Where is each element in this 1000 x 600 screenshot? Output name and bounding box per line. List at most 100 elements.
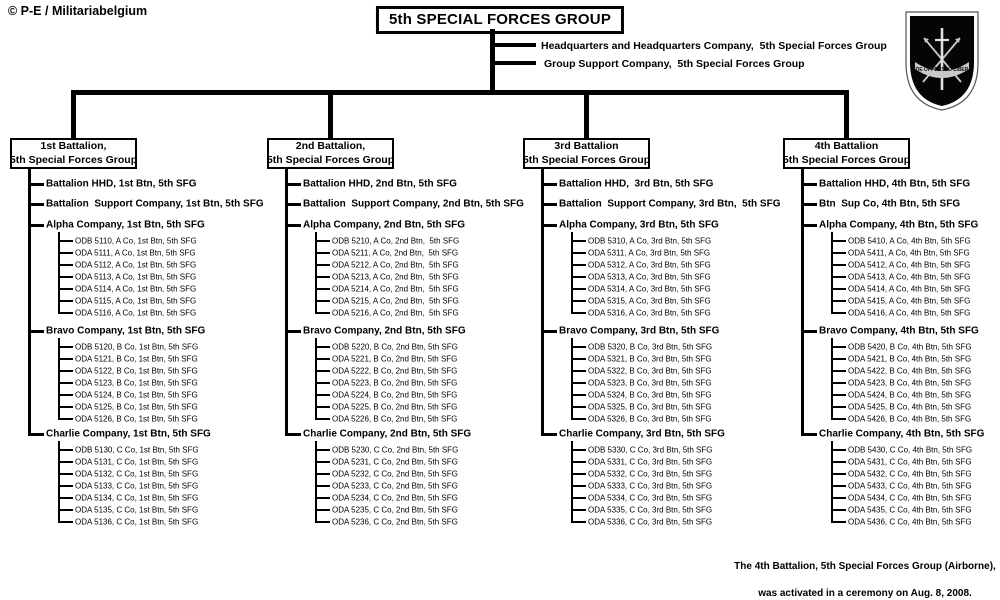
team-tick-line — [58, 521, 73, 523]
group-spine-line — [490, 29, 495, 95]
team-label: ODA 5211, A Co, 2nd Btn, 5th SFG — [332, 248, 459, 258]
team-label: ODA 5116, A Co, 1st Btn, 5th SFG — [75, 308, 197, 318]
team-tick-line — [58, 497, 73, 499]
company-spine-line — [571, 338, 573, 420]
team-label: ODB 5120, B Co, 1st Btn, 5th SFG — [75, 342, 199, 352]
copyright-text: © P-E / Militariabelgium — [8, 4, 148, 18]
company-spine-line — [831, 441, 833, 523]
battalion-group-name: 5th Special Forces Group — [782, 153, 911, 166]
footnote-line1: The 4th Battalion, 5th Special Forces Gr… — [734, 560, 996, 572]
company-tick-line — [28, 329, 44, 333]
team-tick-line — [58, 406, 73, 408]
dagger-icon — [935, 28, 949, 90]
company-label: Bravo Company, 2nd Btn, 5th SFG — [303, 325, 466, 337]
battalion-support-label: Battalion Support Company, 1st Btn, 5th … — [46, 198, 264, 210]
company-tick-line — [801, 432, 817, 436]
unit-tick-line — [801, 182, 817, 186]
team-label: ODA 5332, C Co, 3rd Btn, 5th SFG — [588, 469, 713, 479]
team-tick-line — [571, 276, 586, 278]
company-tick-line — [541, 432, 557, 436]
unit-tick-line — [285, 182, 301, 186]
team-label: ODA 5416, A Co, 4th Btn, 5th SFG — [848, 308, 971, 318]
company-spine-line — [58, 441, 60, 523]
team-label: ODA 5123, B Co, 1st Btn, 5th SFG — [75, 378, 198, 388]
team-tick-line — [58, 418, 73, 420]
team-label: ODB 5210, A Co, 2nd Btn, 5th SFG — [332, 236, 460, 246]
battalion-drop-line — [328, 90, 333, 138]
team-label: ODA 5124, B Co, 1st Btn, 5th SFG — [75, 390, 198, 400]
unit-tick-line — [285, 202, 301, 206]
team-label: ODA 5326, B Co, 3rd Btn, 5th SFG — [588, 414, 712, 424]
team-label: ODB 5430, C Co, 4th Btn, 5th SFG — [848, 445, 973, 455]
team-tick-line — [831, 358, 846, 360]
company-label: Alpha Company, 1st Btn, 5th SFG — [46, 219, 205, 231]
battalion-support-label: Battalion Support Company, 3rd Btn, 5th … — [559, 198, 781, 210]
team-tick-line — [315, 461, 330, 463]
team-tick-line — [571, 264, 586, 266]
team-label: ODA 5412, A Co, 4th Btn, 5th SFG — [848, 260, 971, 270]
team-tick-line — [571, 312, 586, 314]
team-label: ODA 5411, A Co, 4th Btn, 5th SFG — [848, 248, 970, 258]
team-tick-line — [58, 382, 73, 384]
team-tick-line — [571, 394, 586, 396]
team-label: ODA 5134, C Co, 1st Btn, 5th SFG — [75, 493, 199, 503]
team-label: ODA 5113, A Co, 1st Btn, 5th SFG — [75, 272, 197, 282]
battalion-drop-line — [584, 90, 589, 138]
team-tick-line — [315, 240, 330, 242]
team-label: ODA 5225, B Co, 2nd Btn, 5th SFG — [332, 402, 458, 412]
team-label: ODA 5314, A Co, 3rd Btn, 5th SFG — [588, 284, 711, 294]
team-label: ODA 5323, B Co, 3rd Btn, 5th SFG — [588, 378, 712, 388]
company-spine-line — [831, 232, 833, 314]
team-label: ODA 5424, B Co, 4th Btn, 5th SFG — [848, 390, 972, 400]
company-spine-line — [58, 338, 60, 420]
team-label: ODA 5415, A Co, 4th Btn, 5th SFG — [848, 296, 971, 306]
team-label: ODA 5213, A Co, 2nd Btn, 5th SFG — [332, 272, 459, 282]
battalion-name: 2nd Battalion, — [295, 140, 366, 153]
team-label: ODA 5336, C Co, 3rd Btn, 5th SFG — [588, 517, 713, 527]
team-label: ODA 5434, C Co, 4th Btn, 5th SFG — [848, 493, 972, 503]
team-label: ODA 5226, B Co, 2nd Btn, 5th SFG — [332, 414, 458, 424]
team-tick-line — [831, 382, 846, 384]
team-label: ODA 5126, B Co, 1st Btn, 5th SFG — [75, 414, 198, 424]
battalion-hhd-label: Battalion HHD, 3rd Btn, 5th SFG — [559, 178, 714, 190]
group-title-box: 5th SPECIAL FORCES GROUP — [375, 6, 625, 34]
team-label: ODA 5414, A Co, 4th Btn, 5th SFG — [848, 284, 971, 294]
team-label: ODB 5110, A Co, 1st Btn, 5th SFG — [75, 236, 197, 246]
company-spine-line — [58, 232, 60, 314]
team-label: ODB 5130, C Co, 1st Btn, 5th SFG — [75, 445, 199, 455]
team-tick-line — [571, 406, 586, 408]
team-label: ODB 5420, B Co, 4th Btn, 5th SFG — [848, 342, 972, 352]
team-label: ODA 5316, A Co, 3rd Btn, 5th SFG — [588, 308, 711, 318]
team-label: ODA 5315, A Co, 3rd Btn, 5th SFG — [588, 296, 711, 306]
battalion-box: 2nd Battalion,5th Special Forces Group — [267, 138, 394, 169]
team-tick-line — [571, 418, 586, 420]
team-tick-line — [315, 473, 330, 475]
activation-footnote: The 4th Battalion, 5th Special Forces Gr… — [733, 546, 997, 600]
team-label: ODA 5121, B Co, 1st Btn, 5th SFG — [75, 354, 198, 364]
team-label: ODA 5231, C Co, 2nd Btn, 5th SFG — [332, 457, 458, 467]
unit-tick-line — [28, 182, 44, 186]
company-spine-line — [571, 441, 573, 523]
unit-tick-line — [28, 202, 44, 206]
team-label: ODA 5133, C Co, 1st Btn, 5th SFG — [75, 481, 199, 491]
team-label: ODA 5224, B Co, 2nd Btn, 5th SFG — [332, 390, 458, 400]
battalion-box: 1st Battalion,5th Special Forces Group — [10, 138, 137, 169]
team-tick-line — [831, 264, 846, 266]
company-spine-line — [571, 232, 573, 314]
team-label: ODB 5330, C Co, 3rd Btn, 5th SFG — [588, 445, 713, 455]
company-label: Bravo Company, 4th Btn, 5th SFG — [819, 325, 979, 337]
team-label: ODA 5324, B Co, 3rd Btn, 5th SFG — [588, 390, 712, 400]
team-tick-line — [831, 485, 846, 487]
team-tick-line — [315, 358, 330, 360]
team-tick-line — [831, 406, 846, 408]
team-tick-line — [831, 394, 846, 396]
team-label: ODA 5312, A Co, 3rd Btn, 5th SFG — [588, 260, 711, 270]
team-tick-line — [571, 509, 586, 511]
team-label: ODA 5425, B Co, 4th Btn, 5th SFG — [848, 402, 972, 412]
team-label: ODA 5232, C Co, 2nd Btn, 5th SFG — [332, 469, 458, 479]
battalion-support-label: Btn Sup Co, 4th Btn, 5th SFG — [819, 198, 961, 210]
team-label: ODA 5233, C Co, 2nd Btn, 5th SFG — [332, 481, 458, 491]
company-tick-line — [541, 223, 557, 227]
team-label: ODA 5431, C Co, 4th Btn, 5th SFG — [848, 457, 972, 467]
team-label: ODA 5212, A Co, 2nd Btn, 5th SFG — [332, 260, 459, 270]
